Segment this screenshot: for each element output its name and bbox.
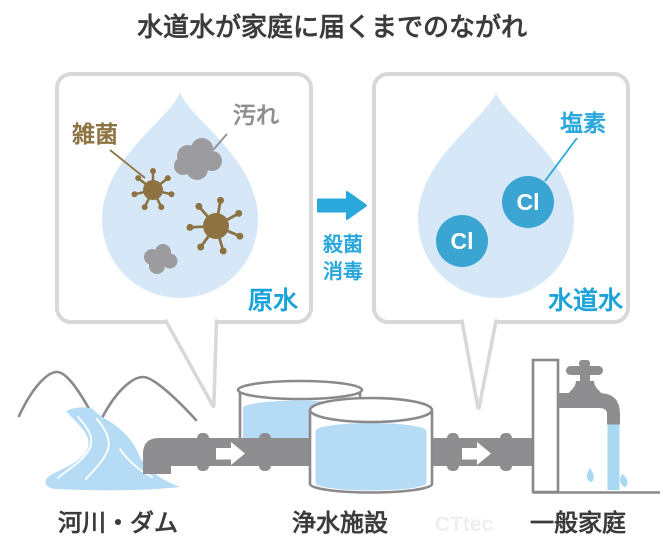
wall-icon — [531, 358, 560, 494]
raw-water-panel-tail-edge — [212, 319, 219, 408]
process-step-label-line2: 消毒 — [323, 259, 363, 283]
bacteria-icon — [131, 168, 175, 211]
chlorine-badge: Cl — [436, 215, 488, 267]
treatment-tank-icon — [308, 396, 434, 494]
chlorine-label: 塩素 — [560, 110, 606, 136]
bacteria-pointer-line — [109, 149, 146, 179]
pipe-icon — [431, 433, 535, 471]
watermark: CTtec — [435, 513, 494, 536]
plant-label: 浄水施設 — [292, 509, 389, 537]
raw-water-caption: 原水 — [248, 287, 299, 315]
bacteria-icon — [186, 196, 244, 255]
dirt-icon — [174, 138, 222, 180]
mountains-icon — [17, 370, 198, 422]
chlorine-symbol: Cl — [517, 189, 540, 215]
chlorine-badge: Cl — [502, 176, 554, 228]
tap-water-panel-tail-edge — [460, 319, 480, 410]
source-label: 河川・ダム — [58, 509, 178, 537]
process-step: 殺菌 消毒 — [317, 191, 367, 283]
process-step-label-line1: 殺菌 — [322, 232, 363, 256]
page-title: 水道水が家庭に届くまでのながれ — [137, 12, 527, 42]
water-stream-icon — [607, 420, 620, 490]
dirt-icon-small — [144, 244, 178, 274]
tap-water-panel-tail-edge — [477, 319, 498, 410]
faucet-icon — [558, 360, 620, 425]
raw-water-panel-tail-edge — [164, 319, 215, 408]
tap-water-panel: Cl Cl 塩素 水道水 — [372, 72, 630, 410]
process-arrow-icon — [317, 191, 367, 220]
river-streaks — [57, 416, 153, 480]
dirt-pointer-line — [212, 133, 228, 151]
dirt-label: 汚れ — [233, 102, 279, 128]
chlorine-pointer-line — [544, 137, 578, 182]
flow-arrow-icon — [462, 442, 491, 465]
flow-arrow-icon — [216, 442, 245, 465]
tap-water-caption: 水道水 — [548, 286, 624, 315]
chlorine-symbol: Cl — [451, 228, 474, 254]
home-label: 一般家庭 — [530, 509, 626, 537]
splash-icon — [586, 468, 628, 488]
bacteria-label: 雑菌 — [71, 121, 118, 147]
water-flow-scene: CTtec 河川・ダム 浄水施設 一般家庭 — [17, 358, 660, 537]
tap-water-panel-tail — [461, 318, 497, 410]
raw-water-panel: 汚れ 雑菌 原水 — [55, 72, 313, 408]
